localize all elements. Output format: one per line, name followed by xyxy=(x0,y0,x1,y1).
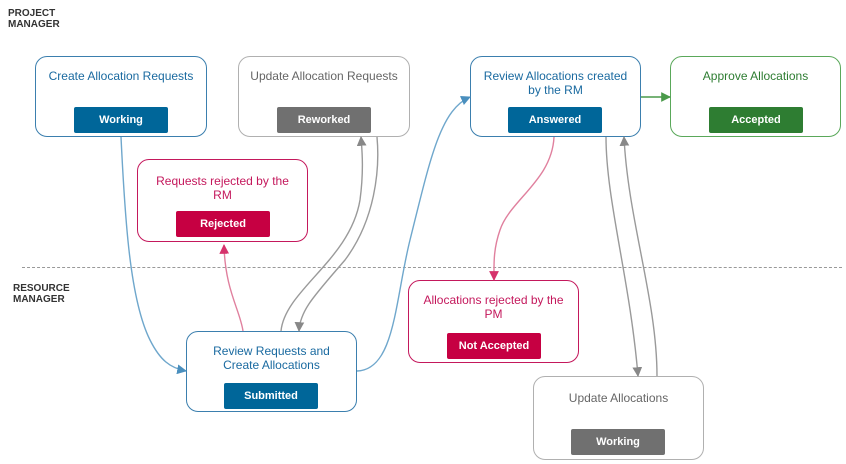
status-badge-answered: Answered xyxy=(508,107,602,133)
node-update-allocations[interactable]: Update Allocations Working xyxy=(533,376,704,460)
node-update-allocation-requests[interactable]: Update Allocation Requests Reworked xyxy=(238,56,410,137)
node-approve-allocations[interactable]: Approve Allocations Accepted xyxy=(670,56,841,137)
node-title: Update Allocations xyxy=(568,391,669,405)
node-allocations-rejected[interactable]: Allocations rejected by the PM Not Accep… xyxy=(408,280,579,363)
connector-review-requests-to-review-allocations xyxy=(356,96,471,372)
node-requests-rejected[interactable]: Requests rejected by the RM Rejected xyxy=(137,159,308,242)
status-badge-rejected: Rejected xyxy=(176,211,270,237)
lane-label-project-manager: PROJECT MANAGER xyxy=(8,8,60,30)
connector-review-allocations-to-update-allocations xyxy=(605,136,643,377)
node-create-allocation-requests[interactable]: Create Allocation Requests Working xyxy=(35,56,207,137)
connector-review-to-rejected xyxy=(219,244,244,332)
node-title: Approve Allocations xyxy=(702,69,809,83)
connector-review-allocations-to-rejected xyxy=(489,136,555,281)
connector-update-allocations-to-review-allocations xyxy=(619,136,658,377)
node-title: Requests rejected by the RM xyxy=(156,174,289,202)
status-badge-accepted: Accepted xyxy=(709,107,803,133)
lane-label-resource-manager: RESOURCE MANAGER xyxy=(13,283,70,305)
connector-create-to-review-requests xyxy=(120,136,187,375)
status-badge-reworked: Reworked xyxy=(277,107,371,133)
lane-divider xyxy=(22,267,842,268)
node-review-requests[interactable]: Review Requests and Create Allocations S… xyxy=(186,331,357,412)
node-title: Allocations rejected by the PM xyxy=(423,293,564,321)
status-badge-submitted: Submitted xyxy=(224,383,318,409)
connector-review-to-update-requests xyxy=(280,136,367,332)
node-title: Review Allocations created by the RM xyxy=(483,69,628,97)
status-badge-not-accepted: Not Accepted xyxy=(447,333,541,359)
node-title: Review Requests and Create Allocations xyxy=(213,344,330,372)
status-badge-working: Working xyxy=(74,107,168,133)
connector-update-requests-to-review xyxy=(294,136,379,332)
node-title: Update Allocation Requests xyxy=(250,69,398,83)
status-badge-working: Working xyxy=(571,429,665,455)
node-review-allocations-created[interactable]: Review Allocations created by the RM Ans… xyxy=(470,56,641,137)
node-title: Create Allocation Requests xyxy=(48,69,194,83)
